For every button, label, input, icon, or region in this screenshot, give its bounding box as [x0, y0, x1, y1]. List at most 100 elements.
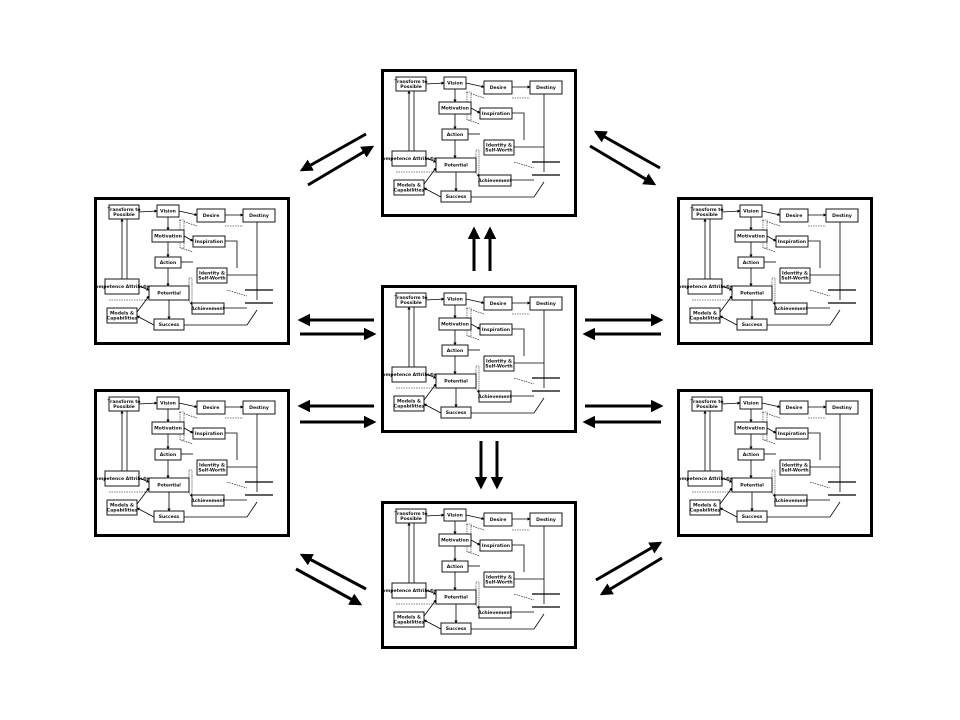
box-competence: Competence Attributes	[384, 150, 439, 167]
box-label: Identity &	[782, 463, 808, 469]
box-label: Competence Attributes	[384, 156, 439, 162]
box-success: Success	[440, 190, 472, 203]
box-label: Identity &	[486, 143, 512, 149]
box-achievement: Achievement	[774, 494, 809, 507]
box-label: Inspiration	[482, 327, 510, 333]
box-label: Capabilities	[690, 316, 721, 322]
box-label: Capabilities	[394, 188, 425, 194]
box-vision: Vision	[443, 76, 467, 90]
box-label: Achievement	[774, 306, 809, 312]
box-identity: Identity &Self-Worth	[196, 267, 228, 284]
box-label: Achievement	[478, 394, 513, 400]
box-achievement: Achievement	[191, 494, 226, 507]
box-label: Inspiration	[778, 239, 806, 245]
box-motivation: Motivation	[438, 101, 472, 115]
box-label: Achievement	[191, 498, 226, 504]
box-label: Motivation	[441, 322, 469, 328]
box-label: Destiny	[536, 517, 556, 523]
box-competence: Competence Attributes	[97, 470, 152, 487]
box-label: Achievement	[478, 178, 513, 184]
box-label: Desire	[786, 213, 803, 219]
box-achievement: Achievement	[478, 606, 513, 619]
arrow-inbound	[599, 556, 663, 596]
box-label: Success	[446, 194, 467, 200]
box-label: Potential	[740, 483, 764, 489]
box-label: Possible	[400, 84, 422, 90]
box-potential: Potential	[731, 477, 773, 493]
box-label: Inspiration	[778, 431, 806, 437]
box-desire: Desire	[483, 296, 513, 311]
arrow-pair-center-upper-left	[297, 313, 377, 341]
arrow-inbound	[295, 567, 363, 606]
box-identity: Identity &Self-Worth	[483, 139, 515, 156]
box-success: Success	[440, 406, 472, 419]
box-label: Potential	[444, 595, 468, 601]
arrow-pair-center-bottom	[474, 441, 504, 490]
box-potential: Potential	[148, 477, 190, 493]
box-label: Models &	[693, 311, 717, 317]
box-desire: Desire	[483, 80, 513, 95]
box-label: Success	[742, 322, 763, 328]
box-label: Desire	[786, 405, 803, 411]
box-identity: Identity &Self-Worth	[196, 459, 228, 476]
box-success: Success	[440, 622, 472, 635]
box-label: Motivation	[737, 234, 765, 240]
box-vision: Vision	[739, 396, 763, 410]
box-label: Action	[160, 452, 176, 458]
box-label: Models &	[110, 311, 134, 317]
box-models: Models &Capabilities	[393, 179, 425, 196]
box-label: Self-Worth	[198, 276, 225, 282]
box-models: Models &Capabilities	[689, 307, 721, 324]
box-identity: Identity &Self-Worth	[483, 571, 515, 588]
box-label: Self-Worth	[781, 468, 808, 474]
arrow-outbound	[595, 541, 663, 582]
box-achievement: Achievement	[478, 174, 513, 187]
box-label: Desire	[490, 517, 507, 523]
box-competence: Competence Attributes	[384, 582, 439, 599]
box-destiny: Destiny	[529, 512, 563, 527]
box-action: Action	[154, 256, 182, 269]
box-label: Competence Attributes	[384, 588, 439, 594]
box-label: Potential	[157, 291, 181, 297]
box-label: Possible	[400, 300, 422, 306]
arrow-pair-center-lower-left	[297, 399, 377, 429]
box-vision: Vision	[443, 292, 467, 306]
box-inspiration: Inspiration	[775, 235, 809, 248]
box-label: Potential	[740, 291, 764, 297]
box-label: Identity &	[782, 271, 808, 277]
box-inspiration: Inspiration	[192, 427, 226, 440]
box-models: Models &Capabilities	[106, 307, 138, 324]
box-action: Action	[441, 128, 469, 141]
box-label: Vision	[743, 401, 759, 407]
box-label: Transform to	[690, 207, 723, 213]
arrow-pair-top-upper-left	[299, 132, 375, 187]
box-label: Capabilities	[394, 404, 425, 410]
arrow-pair-bottom-lower-right	[595, 541, 663, 596]
box-label: Destiny	[832, 213, 852, 219]
box-label: Possible	[113, 212, 135, 218]
box-label: Desire	[203, 213, 220, 219]
box-label: Desire	[490, 301, 507, 307]
box-label: Achievement	[191, 306, 226, 312]
box-label: Vision	[447, 81, 463, 87]
box-models: Models &Capabilities	[393, 395, 425, 412]
box-motivation: Motivation	[438, 317, 472, 331]
box-identity: Identity &Self-Worth	[779, 267, 811, 284]
box-label: Vision	[447, 297, 463, 303]
box-destiny: Destiny	[242, 208, 276, 223]
box-label: Vision	[160, 401, 176, 407]
arrow-outbound	[589, 144, 657, 186]
box-label: Destiny	[536, 301, 556, 307]
box-label: Transform to	[394, 511, 427, 517]
